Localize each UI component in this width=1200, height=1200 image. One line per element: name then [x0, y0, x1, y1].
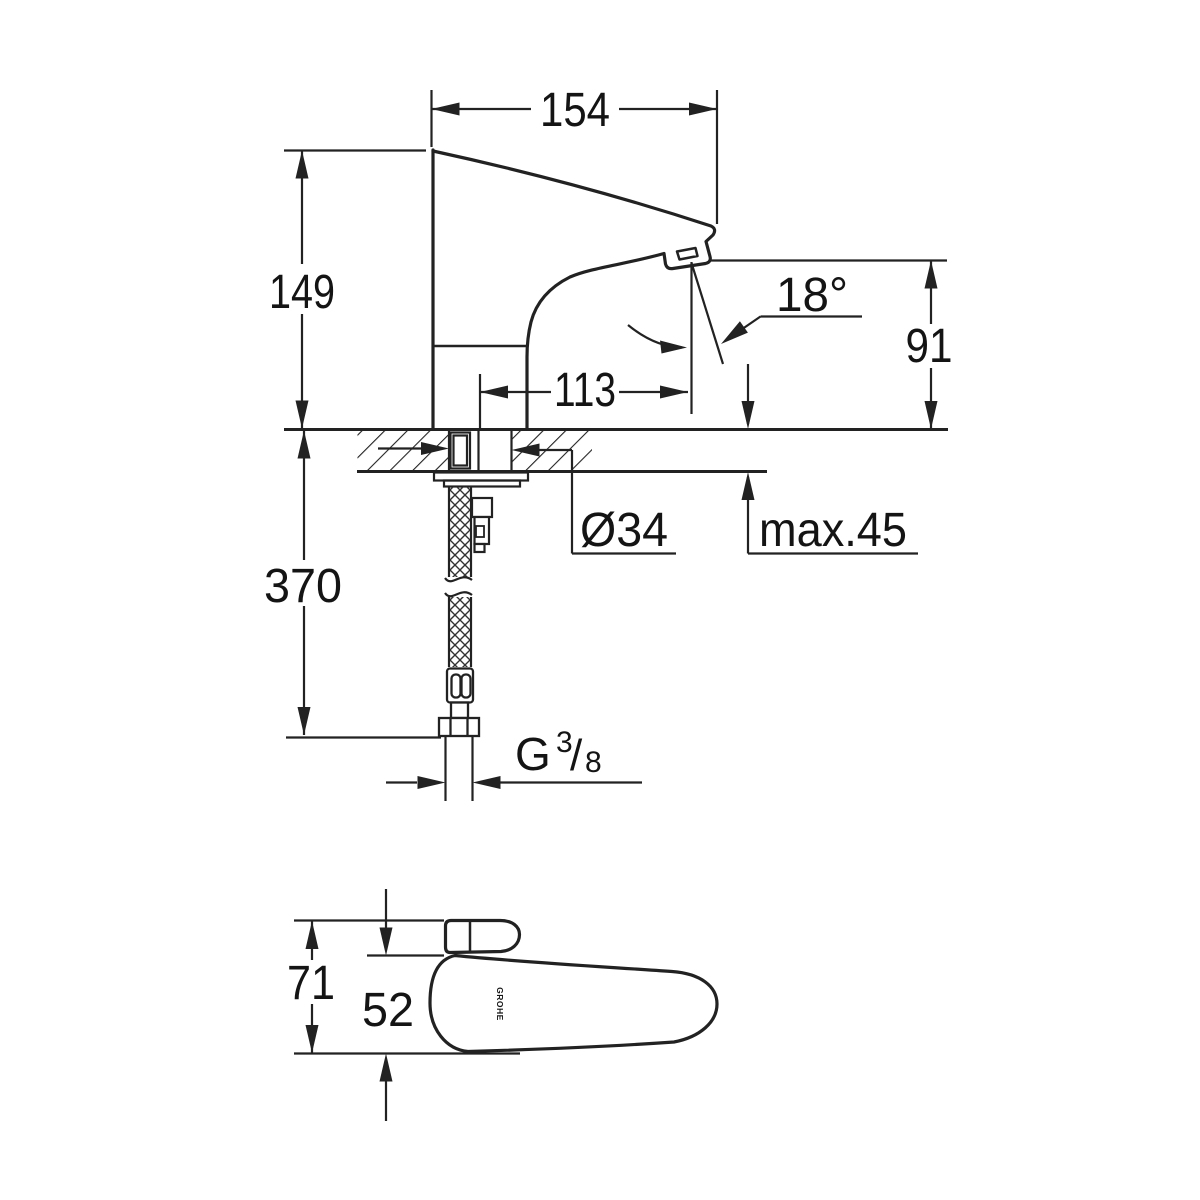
mounting-shank: [432, 430, 530, 488]
dim-149-label: 149: [269, 266, 335, 319]
hose-break-upper: [444, 576, 473, 583]
dim-counter-thickness-max45: max.45: [741, 364, 918, 557]
dim-18deg-label: 18°: [776, 269, 848, 322]
dim-overall-width-71: 71: [283, 919, 520, 1055]
dim-hose-length-370: 370: [261, 430, 441, 739]
dim-body-height-149: 149: [269, 149, 426, 429]
water-stream-line: [690, 262, 725, 365]
dim-max45-label: max.45: [759, 504, 907, 557]
supply-hose: [437, 487, 494, 801]
thread-slash-label: /: [570, 731, 583, 780]
thread-numerator-label: 3: [556, 726, 573, 759]
thread-denominator-label: 8: [585, 746, 602, 779]
dim-71-label: 71: [287, 957, 335, 1010]
dim-outlet-height-91: 91: [710, 259, 956, 429]
top-view: GROHE 71 52: [283, 889, 719, 1121]
dim-113-label: 113: [554, 364, 616, 417]
hose-break-lower: [444, 591, 473, 598]
aerator-outlet: [675, 246, 699, 261]
dim-body-width-52: 52: [362, 889, 444, 1121]
hose-end-fitting: [437, 667, 481, 738]
hex-nut: [437, 716, 481, 738]
grohe-logo: GROHE: [495, 987, 505, 1021]
spout-plan-outline: [443, 918, 522, 955]
dim-154-label: 154: [540, 84, 610, 137]
body-plan-outline: [428, 953, 719, 1054]
front-view: 154 149 113 18°: [261, 84, 956, 801]
dim-thread-g38: G 3 / 8: [386, 726, 642, 789]
dim-spout-reach-113: 113: [478, 364, 688, 428]
dim-52-label: 52: [362, 984, 414, 1037]
dim-hole-diameter-34: Ø34: [378, 442, 676, 557]
dim-dia34-label: Ø34: [580, 504, 668, 557]
dim-91-label: 91: [906, 320, 953, 373]
thread-prefix-label: G: [515, 728, 551, 780]
counter-section: [284, 428, 948, 473]
spout-outline: [431, 149, 717, 431]
dim-overall-depth-154: 154: [430, 84, 719, 224]
mounting-flange: [432, 471, 530, 482]
dim-370-label: 370: [264, 560, 342, 613]
dim-spray-angle-18: 18°: [627, 262, 862, 414]
sensor-valve-fitting: [470, 496, 494, 554]
faucet-body: [431, 148, 717, 431]
